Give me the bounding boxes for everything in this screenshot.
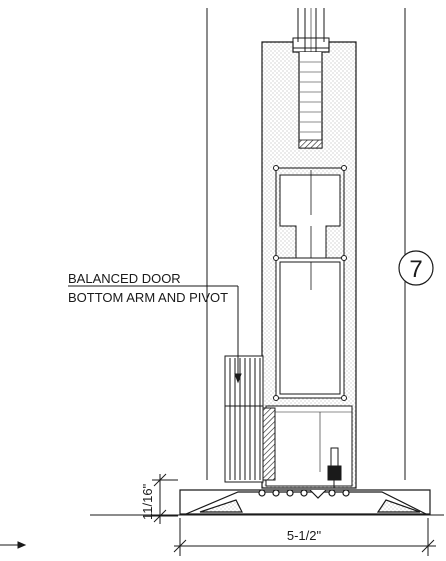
height-dimension-label: 11/16" — [140, 483, 155, 520]
bottom-rail — [265, 405, 353, 488]
detail-number: 7 — [409, 256, 422, 283]
section-arrow — [0, 541, 27, 549]
frame-jamb-lines — [206, 8, 406, 480]
width-dimension-label: 5-1/2" — [287, 528, 322, 543]
threshold — [179, 489, 431, 515]
callout-leader — [68, 285, 242, 384]
detail-number-marker: 7 — [398, 250, 434, 286]
lower-chamber — [273, 255, 347, 401]
height-dimension — [152, 473, 178, 524]
callout-line-1: BALANCED DOOR — [68, 271, 181, 286]
width-dimension — [173, 518, 436, 556]
pivot-plate-hatch — [261, 407, 276, 481]
callout-line-2: BOTTOM ARM AND PIVOT — [68, 290, 228, 305]
pivot-arm-block — [224, 355, 264, 483]
upper-chamber — [273, 165, 347, 269]
